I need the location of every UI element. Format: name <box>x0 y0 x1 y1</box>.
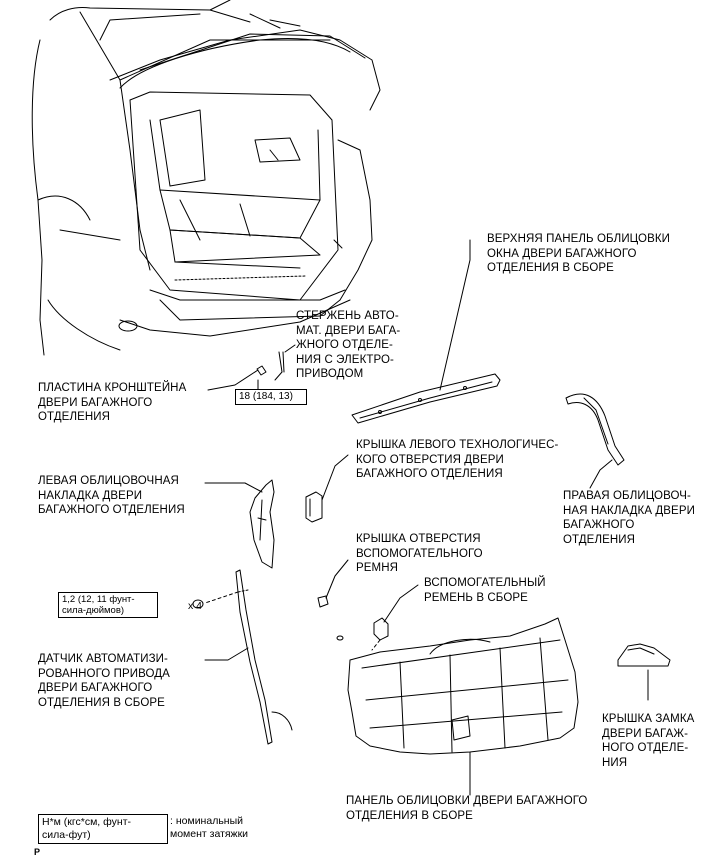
left-trim <box>249 479 275 569</box>
label-lock-cover: КРЫШКА ЗАМКА ДВЕРИ БАГАЖ- НОГО ОТДЕЛЕ- Н… <box>602 713 695 769</box>
label-left-trim: ЛЕВАЯ ОБЛИЦОВОЧНАЯ НАКЛАДКА ДВЕРИ БАГАЖН… <box>38 475 185 516</box>
legend-unit-box: Н*м (кгс*см, фунт- сила-фут) <box>38 814 168 844</box>
label-assist-strap: ВСПОМОГАТЕЛЬНЫЙ РЕМЕНЬ В СБОРЕ <box>424 577 546 604</box>
sensor-strip <box>192 569 293 745</box>
left-hole-cover <box>305 491 323 523</box>
label-bracket-plate: ПЛАСТИНА КРОНШТЕЙНА ДВЕРИ БАГАЖНОГО ОТДЕ… <box>38 382 187 423</box>
label-power-door-sensor: ДАТЧИК АВТОМАТИЗИ- РОВАННОГО ПРИВОДА ДВЕ… <box>38 653 170 709</box>
torque-box-rod: 18 (184, 13) <box>235 389 307 405</box>
label-power-rod: СТЕРЖЕНЬ АВТО- МАТ. ДВЕРИ БАГА- ЖНОГО ОТ… <box>296 310 401 380</box>
vehicle-rear-illustration <box>31 0 381 356</box>
figure-mark: P <box>34 847 41 857</box>
label-upper-window-panel: ВЕРХНЯЯ ПАНЕЛЬ ОБЛИЦОВКИ ОКНА ДВЕРИ БАГА… <box>487 233 671 274</box>
torque-box-sensor: 1,2 (12, 11 фунт- сила-дюймов) <box>58 592 158 618</box>
label-right-trim: ПРАВАЯ ОБЛИЦОВОЧ- НАЯ НАКЛАДКА ДВЕРИ БАГ… <box>563 490 695 546</box>
right-trim <box>565 393 625 466</box>
legend-unit-description: : номинальный момент затяжки <box>170 815 249 840</box>
lock-cover <box>617 643 671 667</box>
strap-hole-cover <box>317 595 329 608</box>
door-panel <box>347 617 579 781</box>
upper-window-panel <box>351 373 501 424</box>
rod-bracket-parts <box>256 351 285 381</box>
label-door-trim-panel: ПАНЕЛЬ ОБЛИЦОВКИ ДВЕРИ БАГАЖНОГО ОТДЕЛЕН… <box>346 795 588 822</box>
sensor-quantity: x 4 <box>188 600 203 612</box>
label-strap-hole-cover: КРЫШКА ОТВЕРСТИЯ ВСПОМОГАТЕЛЬНОГО РЕМНЯ <box>356 533 483 574</box>
strap <box>336 617 389 651</box>
label-left-hole-cover: КРЫШКА ЛЕВОГО ТЕХНОЛОГИЧЕС- КОГО ОТВЕРСТ… <box>356 439 559 480</box>
leader-lines <box>204 239 649 796</box>
